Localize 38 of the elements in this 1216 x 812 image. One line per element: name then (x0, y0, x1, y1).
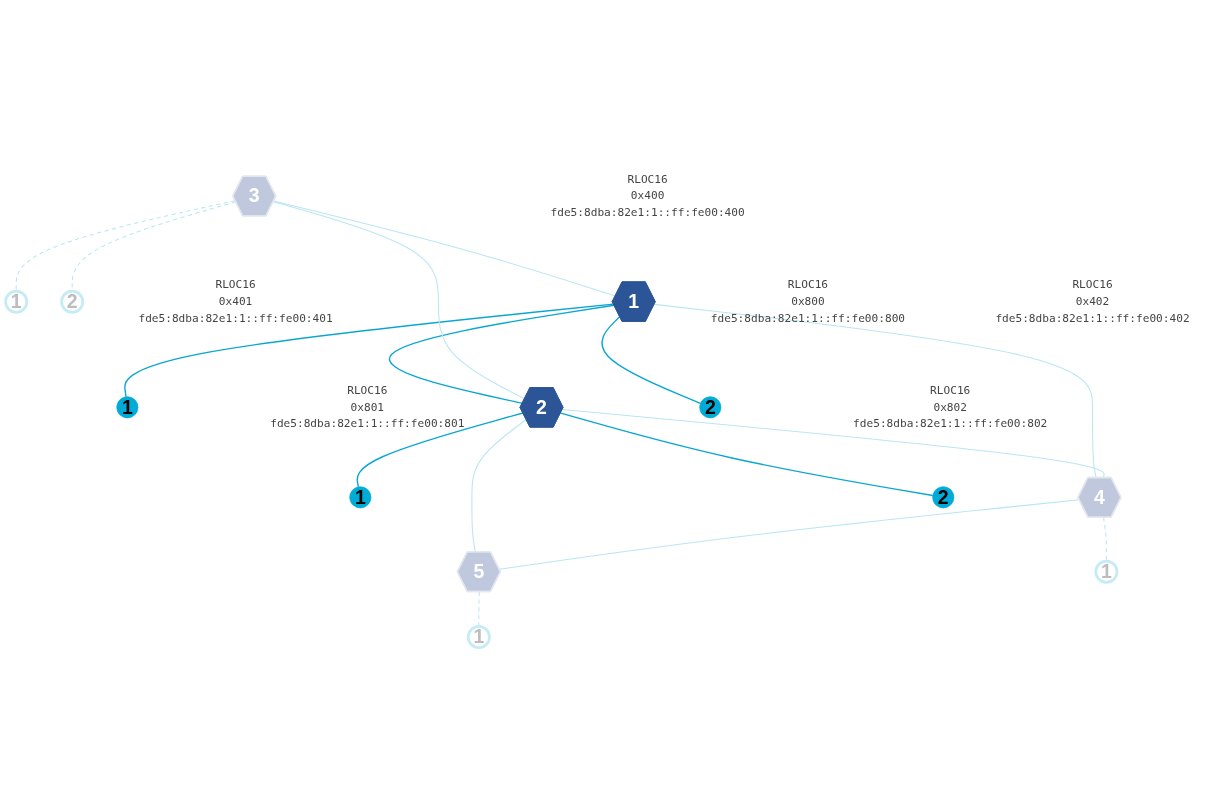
node-circle: 1 (1094, 559, 1119, 584)
node-label: fde5:8dba:82e1:1::ff:fe00:800 (710, 311, 906, 325)
connector (356, 412, 524, 488)
node-circle: 1 (466, 624, 491, 649)
connector (601, 315, 702, 404)
node-circle: 1 (349, 486, 372, 509)
node-label: 0x800 (791, 294, 825, 308)
node-label: fde5:8dba:82e1:1::ff:fe00:802 (853, 417, 1048, 431)
connector (561, 409, 1105, 479)
node-label: 0x802 (933, 400, 967, 414)
node-label: 0x402 (1075, 294, 1110, 308)
node-label: 0x401 (218, 294, 253, 308)
node-label: RLOC16 (930, 383, 971, 397)
node-label: 0x400 (630, 189, 665, 203)
connector (272, 201, 526, 400)
node-label: fde5:8dba:82e1:1::ff:fe00:401 (138, 311, 333, 325)
node-label: RLOC16 (215, 277, 256, 292)
node-circle: 2 (932, 486, 955, 509)
connector (471, 418, 527, 553)
connector (15, 200, 236, 292)
node-label: fde5:8dba:82e1:1::ff:fe00:402 (995, 311, 1190, 325)
connector (498, 499, 1080, 570)
node-circle: 2 (60, 289, 85, 314)
connector (653, 303, 1097, 479)
node-circle: 1 (4, 289, 29, 314)
connector (273, 200, 616, 297)
node-label: fde5:8dba:82e1:1::ff:fe00:400 (550, 205, 745, 219)
connector (388, 304, 615, 405)
node-label: RLOC16 (347, 383, 388, 397)
node-label: RLOC16 (627, 172, 668, 186)
connector (560, 412, 934, 497)
node-label: RLOC16 (1072, 277, 1113, 292)
connector (124, 303, 615, 398)
node-label: RLOC16 (787, 277, 829, 292)
node-label: 0x801 (350, 400, 385, 414)
node-circle: 1 (116, 396, 139, 419)
node-circle: 2 (699, 396, 722, 419)
node-label: fde5:8dba:82e1:1::ff:fe00:801 (270, 417, 465, 431)
